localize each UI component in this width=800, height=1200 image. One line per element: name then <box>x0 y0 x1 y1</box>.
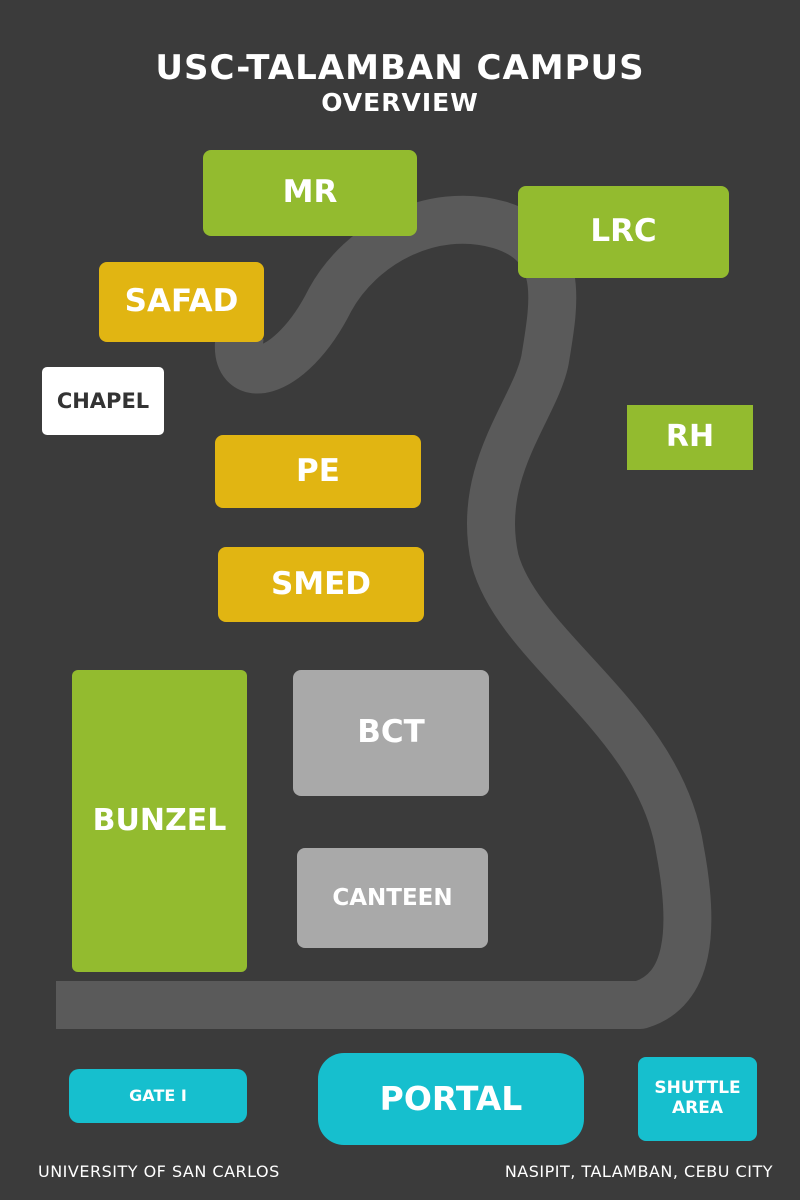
road-path <box>56 195 712 1029</box>
building-mr[interactable]: MR <box>203 150 417 236</box>
shuttle-area-line1: SHUTTLE <box>654 1078 741 1099</box>
building-safad[interactable]: SAFAD <box>99 262 264 342</box>
map-title: USC-TALAMBAN CAMPUS <box>155 48 645 88</box>
building-pe[interactable]: PE <box>215 435 421 508</box>
building-bct[interactable]: BCT <box>293 670 489 796</box>
building-canteen[interactable]: CANTEEN <box>297 848 488 948</box>
building-rh[interactable]: RH <box>627 405 753 470</box>
building-lrc[interactable]: LRC <box>518 186 729 278</box>
shuttle-area-line2: AREA <box>671 1098 724 1118</box>
building-bunzel[interactable]: BUNZEL <box>72 670 247 972</box>
portal[interactable]: PORTAL <box>318 1053 584 1145</box>
building-chapel[interactable]: CHAPEL <box>42 367 164 435</box>
footer-location: NASIPIT, TALAMBAN, CEBU CITY <box>504 1162 773 1181</box>
map-subtitle: OVERVIEW <box>321 88 479 117</box>
gate-one[interactable]: GATE I <box>69 1069 247 1123</box>
footer-university: UNIVERSITY OF SAN CARLOS <box>38 1162 280 1181</box>
shuttle-area[interactable]: SHUTTLE AREA <box>638 1057 757 1141</box>
building-smed[interactable]: SMED <box>218 547 424 622</box>
